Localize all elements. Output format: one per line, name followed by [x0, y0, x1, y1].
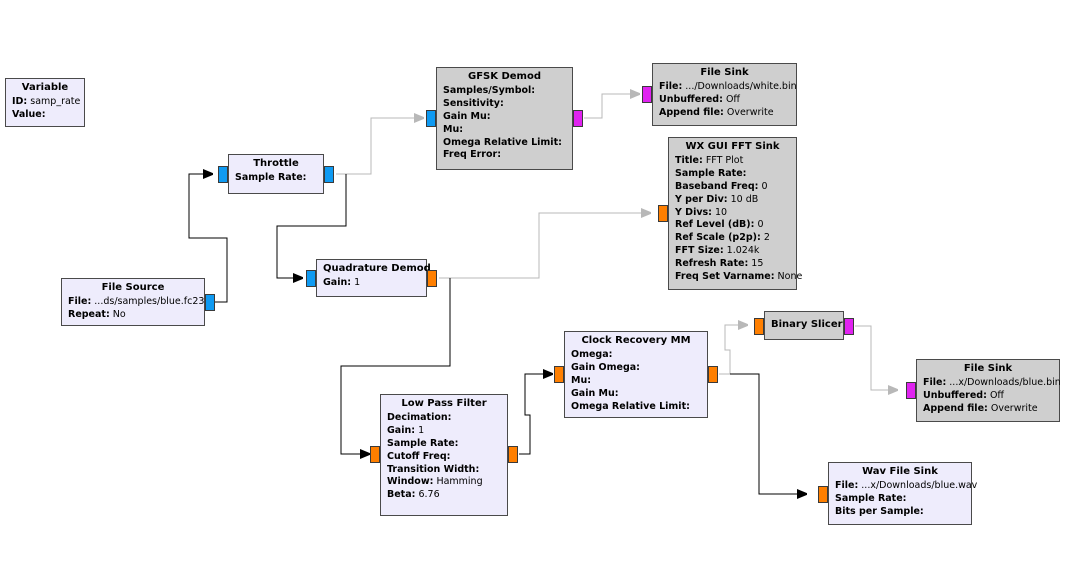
param-append-file: Append file: Overwrite [923, 402, 1038, 414]
param-mu: Mu: [443, 123, 464, 135]
connection-throttle-to-quadrature-demod[interactable] [276, 174, 347, 278]
block-title: Clock Recovery MM [581, 335, 691, 346]
param-gain-mu: Gain Mu: [443, 110, 491, 122]
param-sensitivity: Sensitivity: [443, 97, 504, 109]
gfsk-demod-output-port[interactable] [573, 110, 583, 127]
block-title: Low Pass Filter [401, 398, 487, 409]
quadrature-demod-input-port[interactable] [306, 270, 316, 287]
param-transition-width: Transition Width: [387, 463, 480, 475]
block-file-source[interactable]: File Source File: ...ds/samples/blue.fc2… [61, 278, 205, 326]
param-mu: Mu: [571, 374, 592, 386]
throttle-output-port[interactable] [324, 166, 334, 183]
low-pass-filter-output-port[interactable] [508, 446, 518, 463]
clock-recovery-input-port[interactable] [554, 366, 564, 383]
connection-clock-recovery-to-binary-slicer[interactable] [719, 325, 747, 375]
block-title: File Sink [700, 67, 749, 78]
file-sink-white-input-port[interactable] [642, 86, 652, 103]
fft-sink-input-port[interactable] [658, 205, 668, 222]
connection-gfsk-demod-to-file-sink-white[interactable] [584, 94, 639, 119]
block-wx-gui-fft-sink[interactable]: WX GUI FFT Sink Title: FFT Plot Sample R… [668, 137, 803, 290]
param-sample-rate: Sample Rate: [675, 167, 747, 179]
block-title: WX GUI FFT Sink [685, 141, 780, 152]
block-low-pass-filter[interactable]: Low Pass Filter Decimation: Gain: 1 Samp… [380, 394, 508, 516]
param-y-divs: Y Divs: 10 [675, 206, 728, 218]
param-y-per-div: Y per Div: 10 dB [675, 193, 759, 205]
block-variable[interactable]: Variable ID: samp_rate Value: [5, 78, 85, 127]
param-gain: Gain: 1 [387, 424, 425, 436]
param-unbuffered: Unbuffered: Off [923, 389, 1004, 401]
param-sample-rate: Sample Rate: [387, 437, 459, 449]
param-fft-size: FFT Size: 1.024k [675, 245, 760, 257]
param-file: File: ...ds/samples/blue.fc23 [68, 295, 205, 307]
block-title: Variable [21, 82, 69, 93]
connection-throttle-to-gfsk-demod[interactable] [336, 118, 423, 175]
block-throttle[interactable]: Throttle Sample Rate: [228, 154, 324, 194]
connection-file-source-to-throttle[interactable] [188, 174, 228, 303]
block-title: File Sink [963, 363, 1013, 374]
param-window: Window: Hamming [387, 476, 483, 488]
param-bits-per-sample: Bits per Sample: [835, 505, 924, 517]
connection-low-pass-filter-to-clock-recovery[interactable] [519, 374, 552, 455]
file-source-output-port[interactable] [205, 294, 215, 311]
block-title: Quadrature Demod [323, 263, 431, 274]
param-sample-rate: Sample Rate: [235, 171, 307, 183]
block-quadrature-demod[interactable]: Quadrature Demod Gain: 1 [316, 259, 431, 297]
binary-slicer-output-port[interactable] [844, 318, 854, 335]
block-binary-slicer[interactable]: Binary Slicer [764, 311, 844, 340]
wav-file-sink-input-port[interactable] [818, 486, 828, 503]
param-id: ID: samp_rate [12, 95, 81, 107]
connection-quadrature-demod-to-fft-sink[interactable] [439, 213, 650, 279]
connection-quadrature-demod-to-low-pass-filter[interactable] [340, 278, 451, 454]
block-gfsk-demod[interactable]: GFSK Demod Samples/Symbol: Sensitivity: … [436, 67, 573, 170]
param-beta: Beta: 6.76 [387, 489, 440, 501]
param-gain-omega: Gain Omega: [571, 361, 640, 373]
param-omega: Omega: [571, 348, 613, 360]
param-freq-set-varname: Freq Set Varname: None [675, 271, 803, 283]
block-file-sink-blue[interactable]: File Sink File: ...x/Downloads/blue.bin … [916, 359, 1061, 422]
connection-clock-recovery-to-wav-file-sink[interactable] [730, 373, 806, 494]
connection-binary-slicer-to-file-sink-blue[interactable] [855, 325, 897, 390]
param-samples-per-symbol: Samples/Symbol: [443, 84, 536, 96]
param-omega-relative-limit: Omega Relative Limit: [443, 136, 562, 148]
block-title: Throttle [253, 158, 299, 169]
param-baseband-freq: Baseband Freq: 0 [675, 180, 768, 192]
quadrature-demod-output-port[interactable] [427, 270, 437, 287]
param-cutoff-freq: Cutoff Freq: [387, 450, 451, 462]
throttle-input-port[interactable] [218, 166, 228, 183]
param-gain-mu: Gain Mu: [571, 387, 619, 399]
block-wav-file-sink[interactable]: Wav File Sink File: ...x/Downloads/blue.… [828, 462, 978, 525]
param-value: Value: [12, 108, 46, 120]
param-unbuffered: Unbuffered: Off [659, 93, 740, 105]
block-title: GFSK Demod [467, 71, 541, 82]
param-sample-rate: Sample Rate: [835, 492, 907, 504]
param-file: File: ...x/Downloads/blue.wav [835, 479, 978, 491]
param-file: File: ...x/Downloads/blue.bin [923, 376, 1061, 388]
param-gain: Gain: 1 [323, 276, 361, 288]
param-ref-level: Ref Level (dB): 0 [675, 219, 764, 231]
param-file: File: .../Downloads/white.bin [659, 80, 797, 92]
block-title: Wav File Sink [862, 466, 938, 477]
param-freq-error: Freq Error: [443, 149, 501, 161]
param-repeat: Repeat: No [68, 308, 126, 320]
low-pass-filter-input-port[interactable] [370, 446, 380, 463]
clock-recovery-output-port[interactable] [708, 366, 718, 383]
param-append-file: Append file: Overwrite [659, 106, 774, 118]
block-title: Binary Slicer [771, 319, 843, 330]
block-clock-recovery-mm[interactable]: Clock Recovery MM Omega: Gain Omega: Mu:… [564, 331, 708, 418]
param-ref-scale: Ref Scale (p2p): 2 [675, 232, 770, 244]
param-title: Title: FFT Plot [675, 154, 744, 166]
param-decimation: Decimation: [387, 411, 452, 423]
param-refresh-rate: Refresh Rate: 15 [675, 258, 764, 270]
block-title: File Source [101, 282, 165, 293]
block-file-sink-white[interactable]: File Sink File: .../Downloads/white.bin … [652, 63, 797, 126]
binary-slicer-input-port[interactable] [754, 318, 764, 335]
gfsk-demod-input-port[interactable] [426, 110, 436, 127]
file-sink-blue-input-port[interactable] [906, 382, 916, 399]
param-omega-relative-limit: Omega Relative Limit: [571, 400, 690, 412]
